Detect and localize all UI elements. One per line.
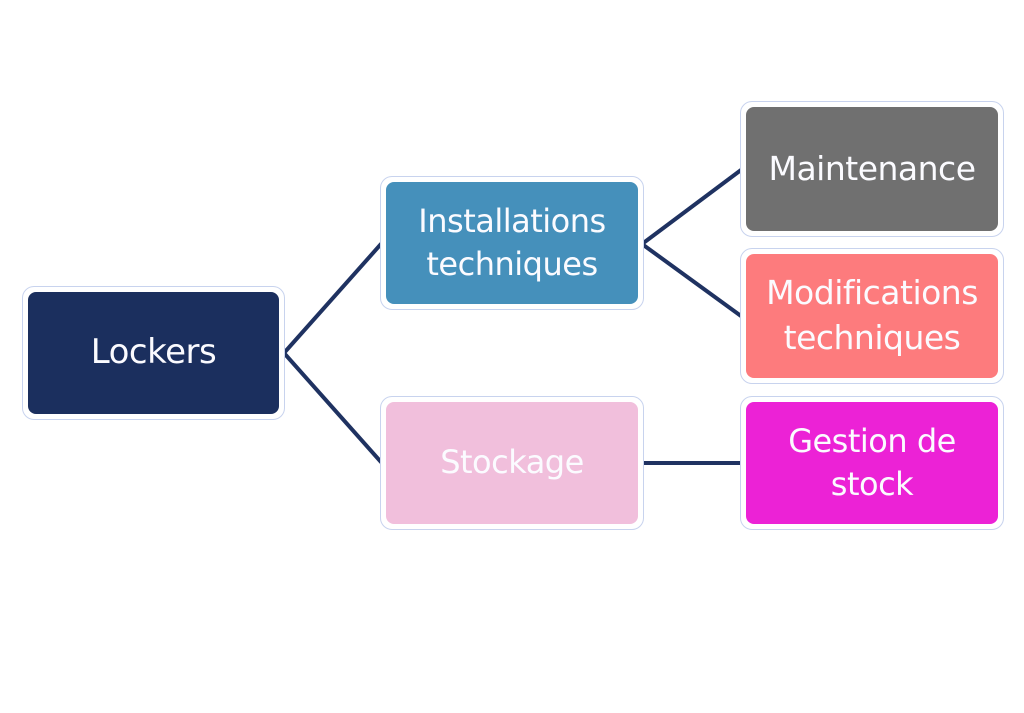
connector-installations-maintenance (640, 168, 743, 246)
connector-lockers-stockage (282, 351, 383, 464)
node-installations-techniques-label: Installations techniques (386, 182, 638, 304)
node-stockage-label: Stockage (386, 402, 638, 524)
node-modifications-techniques-label: Modifications techniques (746, 254, 998, 378)
connector-installations-modifications (640, 242, 743, 318)
node-gestion-de-stock-label: Gestion de stock (746, 402, 998, 524)
node-lockers-label: Lockers (28, 292, 279, 414)
node-gestion-de-stock[interactable]: Gestion de stock (740, 396, 1004, 530)
connector-lockers-installations (282, 242, 383, 355)
node-installations-techniques[interactable]: Installations techniques (380, 176, 644, 310)
node-stockage[interactable]: Stockage (380, 396, 644, 530)
node-lockers[interactable]: Lockers (22, 286, 285, 420)
node-modifications-techniques[interactable]: Modifications techniques (740, 248, 1004, 384)
node-maintenance[interactable]: Maintenance (740, 101, 1004, 237)
node-maintenance-label: Maintenance (746, 107, 998, 231)
